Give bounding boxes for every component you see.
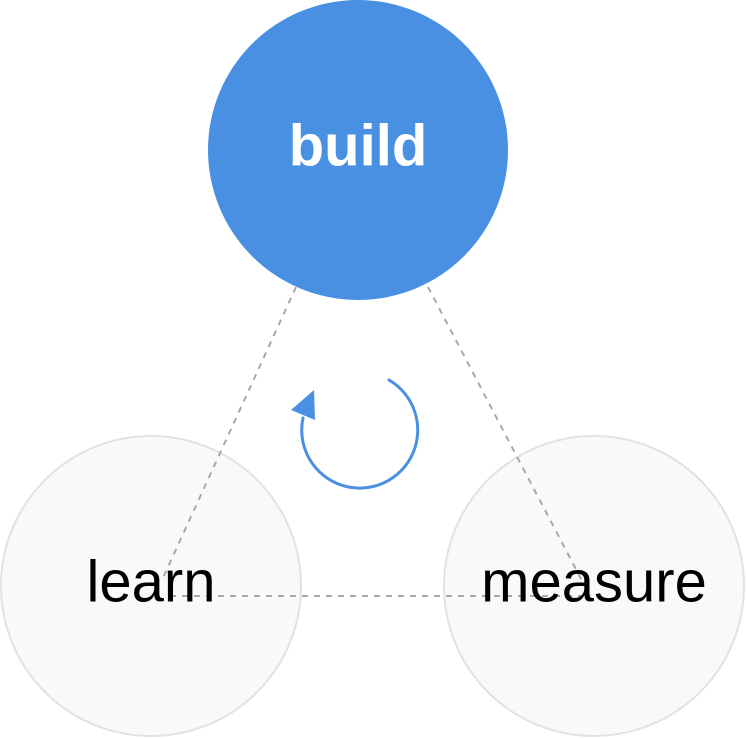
measure-label: measure [481, 549, 707, 614]
build-node [208, 0, 508, 300]
learn-label: learn [87, 549, 216, 614]
measure-node [443, 435, 745, 737]
connector-build-learn [161, 286, 297, 581]
connector-build-measure [427, 286, 591, 597]
cycle-arrow-icon [291, 378, 420, 490]
learn-node [0, 435, 302, 737]
build-label: build [289, 113, 428, 178]
